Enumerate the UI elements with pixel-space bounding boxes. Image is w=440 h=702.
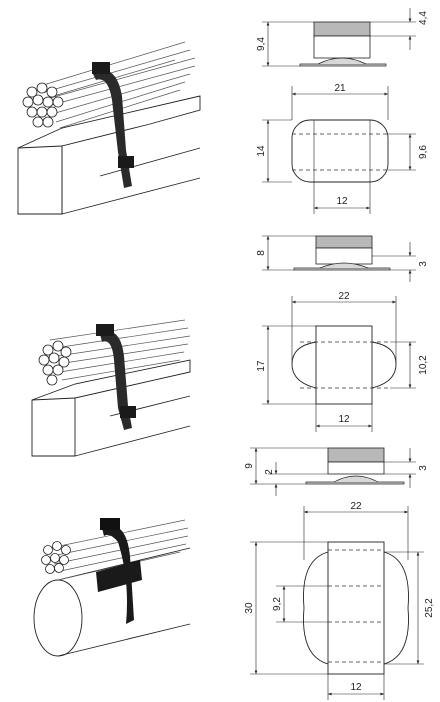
drawing-1-top-view: 21 14 9,6 12 — [256, 83, 429, 214]
dim-inner-height: 9,6 — [418, 145, 429, 159]
tie-strap-2 — [96, 324, 136, 430]
dim-total-height: 9,4 — [256, 37, 267, 51]
illustration-bundle-on-square-bar — [17, 41, 201, 215]
drawing-2-side-view: 8 3 — [256, 235, 429, 282]
dim-height: 14 — [256, 145, 267, 157]
cable-ends — [22, 82, 64, 128]
dim-width-2: 22 — [338, 291, 350, 302]
dim-height-3: 30 — [244, 602, 255, 614]
dim-label-height-3: 3 — [418, 465, 429, 471]
tie-mount-body-2 — [315, 325, 373, 405]
illustration-bundle-on-square-bar-2 — [31, 319, 191, 457]
dim-inner-height-2: 10,2 — [418, 355, 429, 375]
drawing-1-side-view: 9,4 4,4 — [256, 8, 429, 67]
tie-mount-body-3 — [327, 541, 385, 675]
dim-width: 21 — [334, 83, 346, 94]
dim-total-height-3: 9 — [244, 463, 255, 469]
dim-label-width: 12 — [336, 196, 348, 207]
dim-total-height-2: 8 — [256, 250, 267, 256]
drawing-3-side-view: 9 2 3 — [244, 447, 429, 496]
cable-ends-3 — [41, 541, 71, 574]
label-area-2 — [315, 235, 373, 249]
label-area-3 — [327, 447, 385, 463]
dim-side-height-3: 25,2 — [424, 598, 435, 618]
dim-width-3: 22 — [350, 501, 362, 512]
base-plate — [299, 63, 387, 67]
dim-height-2: 17 — [256, 360, 267, 372]
tie-mount-outline — [291, 119, 389, 183]
tie-strap-3 — [96, 518, 142, 624]
dim-inner-height-3: 9,2 — [272, 597, 283, 611]
dim-label-height: 4,4 — [418, 11, 429, 25]
dim-label-width-3: 12 — [350, 682, 362, 693]
drawing-3-top-view: 22 30 9,2 25,2 12 — [244, 501, 435, 700]
drawing-2-top-view: 22 17 10,2 12 — [256, 291, 429, 432]
dim-base-height-2: 3 — [418, 261, 429, 267]
dim-label-width-2: 12 — [338, 414, 350, 425]
illustration-bundle-on-round-tube — [33, 518, 191, 657]
label-area — [313, 21, 371, 37]
cable-ends-2 — [38, 340, 72, 386]
tie-strap — [92, 62, 134, 188]
dim-base-height-3: 2 — [264, 469, 275, 475]
